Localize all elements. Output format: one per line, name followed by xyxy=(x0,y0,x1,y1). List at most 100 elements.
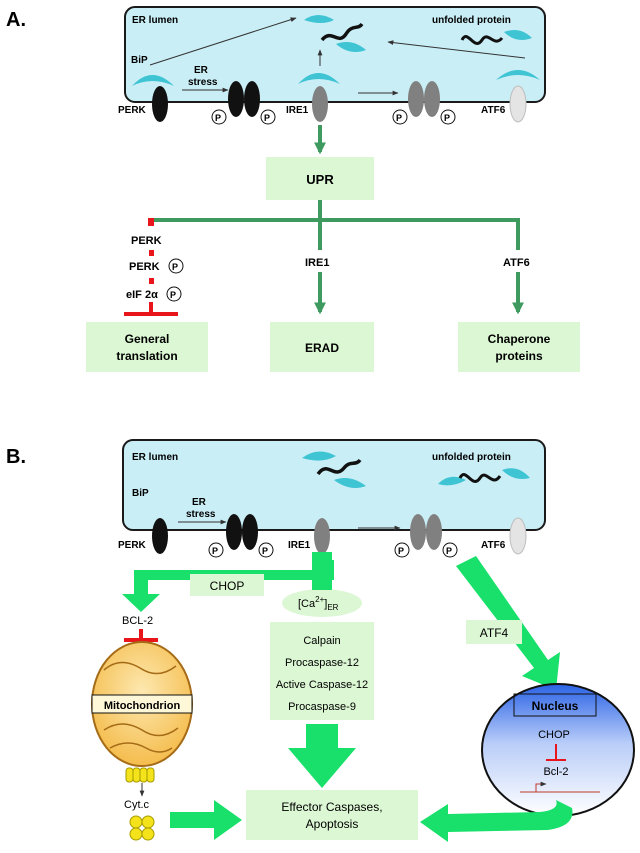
mitochondrion-icon xyxy=(91,641,193,767)
cascade-to-effector-arrow xyxy=(288,724,356,788)
nucleus-bcl2-label: Bcl-2 xyxy=(543,766,568,778)
cytc-label: Cyt.c xyxy=(124,799,150,811)
panel-b: B. ER lumen unfolded protein BiP ER stre… xyxy=(6,439,635,842)
procaspase9-label: Procaspase-9 xyxy=(288,701,356,713)
effector-label-1: Effector Caspases, xyxy=(281,800,382,814)
unfolded-protein-icon-a xyxy=(460,30,532,45)
ire1-dimer-a: P P xyxy=(392,81,456,125)
branch-atf6-label: ATF6 xyxy=(503,257,530,269)
bip-unfolded-complex-b xyxy=(302,451,366,488)
bip-unfolded-complex-a xyxy=(304,15,366,52)
general-translation-label-2: translation xyxy=(116,349,177,363)
p-badge: P xyxy=(396,113,402,123)
effector-label-2: Apoptosis xyxy=(306,817,359,831)
atf6-receptor-b xyxy=(509,517,527,555)
chop-box xyxy=(190,574,264,596)
perk-dimer-a: P P xyxy=(211,81,276,125)
p-badge: P xyxy=(444,113,450,123)
erad-box xyxy=(270,322,374,372)
caspase-cascade-box xyxy=(270,622,374,720)
nucleus-title-box xyxy=(513,693,597,717)
p-badge: P xyxy=(172,262,178,272)
p-circle xyxy=(168,258,184,274)
erad-label: ERAD xyxy=(305,341,339,355)
perk-label-a: PERK xyxy=(118,105,147,116)
red-dash xyxy=(148,218,154,226)
panel-b-letter: B. xyxy=(6,446,26,468)
er-stress-label-b-1: ER xyxy=(192,497,207,508)
p-circle xyxy=(166,286,182,302)
nucleus-chop-label: CHOP xyxy=(538,729,570,741)
ire1-receptor-b xyxy=(314,518,330,554)
p-badge: P xyxy=(264,113,270,123)
ire1-label-b: IRE1 xyxy=(288,540,311,551)
mitochondrion-label: Mitochondrion xyxy=(104,700,181,712)
atf4-label: ATF4 xyxy=(480,626,509,640)
upr-label: UPR xyxy=(306,172,334,187)
bip-label-b: BiP xyxy=(132,488,149,499)
chaperone-label-2: proteins xyxy=(495,349,543,363)
er-lumen-label-b: ER lumen xyxy=(132,452,178,463)
perk-receptor-a xyxy=(152,86,168,122)
bip-label-a: BiP xyxy=(131,55,148,66)
p-badge: P xyxy=(446,546,452,556)
atf6-receptor-a xyxy=(509,85,527,123)
chop-label: CHOP xyxy=(210,579,245,593)
panel-a: A. ER lumen unfolded protein BiP ER stre… xyxy=(6,6,580,372)
ca-er-label: [Ca2+]ER xyxy=(298,595,339,612)
ire1-label-a: IRE1 xyxy=(286,105,309,116)
atf6-bip-arrow-a xyxy=(387,40,526,59)
ca-er-ellipse xyxy=(282,589,362,617)
upr-box xyxy=(266,157,374,200)
procaspase12-label: Procaspase-12 xyxy=(285,657,359,669)
ire1-receptor-a xyxy=(312,86,328,122)
bip-on-atf6-a xyxy=(496,70,540,80)
p-badge: P xyxy=(398,546,404,556)
effector-caspases-box xyxy=(246,790,418,840)
bip-on-perk-a xyxy=(132,75,174,86)
chaperone-label-1: Chaperone xyxy=(488,332,551,346)
branch-ire1-label: IRE1 xyxy=(305,257,329,269)
cytc-icon xyxy=(129,815,155,841)
er-membrane-a xyxy=(124,6,546,103)
bip-on-ire1-a xyxy=(298,73,340,84)
atf6-label-b: ATF6 xyxy=(481,540,506,551)
p-badge: P xyxy=(170,290,176,300)
perk-label-b: PERK xyxy=(118,540,147,551)
pore-icon xyxy=(125,767,155,783)
er-stress-label-a-1: ER xyxy=(194,65,209,76)
bip-release-arrow-a xyxy=(149,17,297,66)
red-dash xyxy=(149,278,154,284)
calpain-label: Calpain xyxy=(303,635,340,647)
er-membrane-b xyxy=(122,439,546,531)
ire1-stem xyxy=(312,552,332,590)
general-translation-label-1: General xyxy=(125,332,170,346)
perk-dimer-b: P P xyxy=(208,514,274,558)
branch-perk-label: PERK xyxy=(131,235,162,247)
unfolded-protein-label-a: unfolded protein xyxy=(432,15,511,26)
perk-receptor-b xyxy=(152,518,168,554)
p-badge: P xyxy=(215,113,221,123)
er-stress-label-a-2: stress xyxy=(188,77,218,88)
atf4-box xyxy=(466,620,522,644)
red-dash xyxy=(149,250,154,256)
general-translation-box xyxy=(86,322,208,372)
panel-a-letter: A. xyxy=(6,9,26,31)
er-lumen-label-a: ER lumen xyxy=(132,15,178,26)
active-caspase12-label: Active Caspase-12 xyxy=(276,679,368,691)
cytc-to-effector-arrow xyxy=(170,800,242,840)
unfolded-protein-label-b: unfolded protein xyxy=(432,452,511,463)
ire1-dimer-b: P P xyxy=(394,514,458,558)
chop-arrow xyxy=(122,560,334,612)
branch-eif-label: eIF 2α xyxy=(126,289,158,301)
atf6-label-a: ATF6 xyxy=(481,105,506,116)
nucleus-label: Nucleus xyxy=(532,699,579,713)
nucleus-to-effector-arrow xyxy=(420,800,573,842)
promoter-arrow xyxy=(535,781,547,792)
p-badge: P xyxy=(212,546,218,556)
er-stress-label-b-2: stress xyxy=(186,509,216,520)
p-badge: P xyxy=(262,546,268,556)
chaperone-proteins-box xyxy=(458,322,580,372)
bcl2-label: BCL-2 xyxy=(122,615,153,627)
